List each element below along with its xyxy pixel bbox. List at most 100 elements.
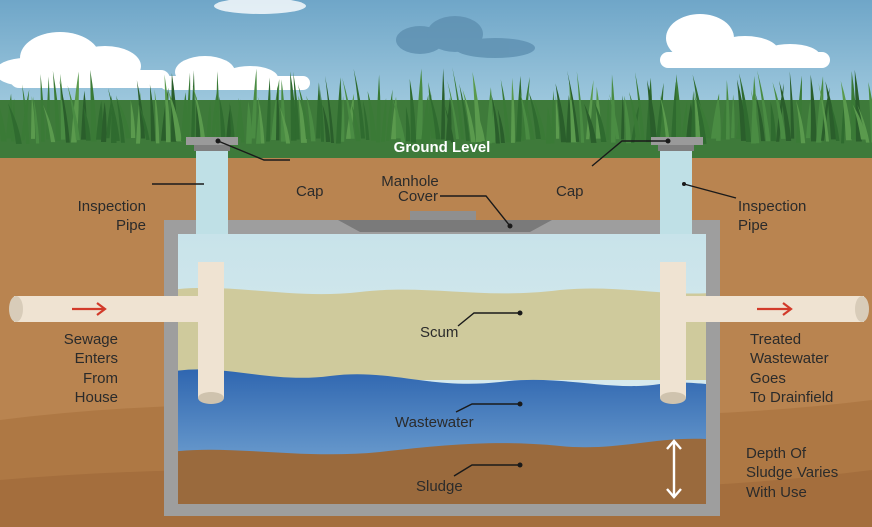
grass-blade (362, 100, 370, 140)
grass-blade (691, 90, 695, 141)
grass-blade (770, 101, 776, 142)
grass-blade (226, 105, 232, 142)
grass-blade (452, 67, 465, 140)
grass-blade (164, 74, 171, 143)
ground-level-label: Ground Level (394, 139, 491, 156)
grass-blade (555, 83, 567, 143)
grass-blade (851, 70, 857, 140)
grass-blade (671, 81, 678, 143)
grass-blade (567, 70, 580, 142)
treated-label-2: Wastewater (750, 350, 829, 367)
grass-blade (336, 77, 342, 144)
grass-blade (351, 105, 361, 142)
grass-blade (219, 96, 226, 140)
grass-blade (447, 80, 460, 140)
grass-blade (52, 70, 61, 141)
grass-blade (257, 96, 265, 144)
grass-blade (409, 78, 417, 143)
cap-right-label: Cap (556, 183, 584, 200)
grass-blade (821, 87, 830, 141)
grass-blade (521, 76, 530, 141)
grass-blade (381, 98, 387, 142)
grass-blade (656, 82, 664, 143)
grass-blade (635, 72, 645, 142)
grass-blade (586, 80, 594, 140)
grass-blade (298, 95, 307, 143)
treated-label-4: To Drainfield (750, 389, 833, 406)
grass-blade (83, 106, 91, 141)
grass-blade (830, 104, 840, 142)
grass-blade (555, 95, 560, 139)
grass-blade (191, 70, 195, 143)
grass-blade (661, 96, 666, 144)
grass-blade (149, 84, 156, 142)
grass-blade (516, 75, 522, 142)
manhole-cover-label-2: Cover (398, 188, 438, 205)
cloud-top (214, 0, 306, 14)
grass-blade (726, 79, 730, 140)
grass-blade (42, 104, 56, 143)
grass-blade (342, 77, 355, 139)
inflow-arrow-icon (72, 302, 107, 316)
cloud-left (0, 32, 170, 88)
sludge-depth-arrow-icon (666, 439, 682, 499)
grass-blade (609, 93, 620, 140)
grass-blade (755, 93, 765, 142)
grass-blade (107, 88, 120, 141)
leader-lines (152, 138, 737, 477)
grass-blade (40, 74, 45, 142)
grass-blade (206, 100, 211, 144)
grass-blade (279, 106, 291, 144)
sewage-label-2: Enters (75, 350, 118, 367)
grass-blade (90, 69, 97, 142)
grass-blade (629, 91, 641, 142)
grass-blade (117, 98, 131, 139)
wastewater-layer (178, 369, 706, 470)
treated-label-1: Treated (750, 331, 801, 348)
grass-blade (491, 94, 500, 144)
grass-blade (130, 99, 136, 139)
grass-blade (576, 71, 585, 143)
grass-blade (546, 106, 552, 144)
wastewater-label: Wastewater (395, 414, 474, 431)
sewage-label-3: From (83, 370, 118, 387)
sludge-layer (178, 438, 706, 504)
grass-blade (624, 95, 631, 144)
grass-blade (116, 95, 125, 143)
grass-blade (421, 94, 429, 144)
grass-blade (818, 82, 830, 142)
grass-blade (676, 73, 682, 141)
grass-blade (367, 91, 377, 141)
grass-blade (325, 75, 335, 144)
grass-blade (33, 96, 40, 144)
grass-blade (825, 81, 837, 140)
scum-label: Scum (420, 324, 458, 341)
inlet-pipe (9, 262, 224, 404)
outflow-arrow-icon (757, 302, 793, 316)
grass-blade (320, 89, 325, 142)
grass-blade (751, 89, 760, 144)
inspection-pipe-left (196, 148, 228, 234)
grass-blade (857, 104, 870, 143)
grass-blade (59, 80, 70, 143)
grass-blade (681, 101, 688, 143)
grass-blade (528, 92, 542, 140)
grass-blade (533, 99, 546, 140)
grass-blade (101, 102, 107, 142)
grass-blade (211, 91, 217, 141)
cap-left-label: Cap (296, 183, 324, 200)
sludge-depth-label-1: Depth Of (746, 445, 807, 462)
grass-blade (716, 95, 721, 141)
grass-blade (96, 100, 103, 140)
grass-blade (293, 71, 300, 140)
grass-blade (81, 90, 87, 140)
grass-blade (386, 89, 393, 141)
grass-blade (852, 104, 867, 140)
grass-blades (0, 67, 872, 144)
grass-blade (796, 100, 806, 144)
grass-blade (266, 77, 271, 142)
grass-blade (551, 90, 555, 144)
manhole-cover-label-1: Manhole (381, 173, 439, 190)
grass-blade (500, 79, 511, 143)
